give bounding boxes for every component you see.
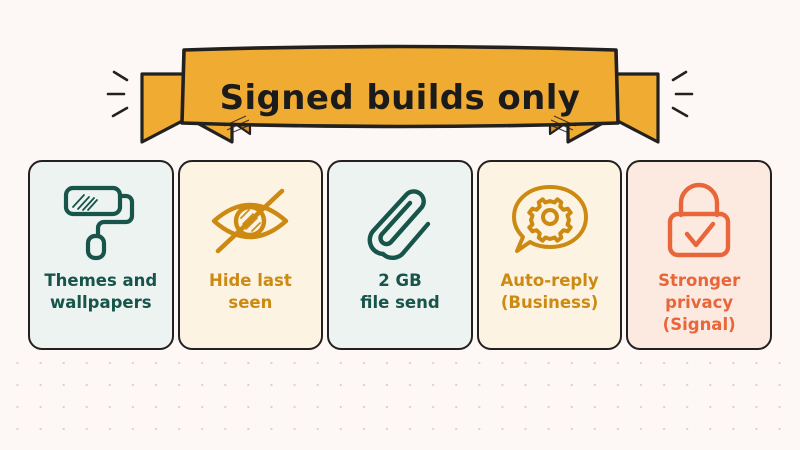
sparkle-lines-right	[671, 70, 694, 118]
ribbon-band	[180, 44, 620, 129]
feature-card-themes-and-wallpapers[interactable]: Themes and wallpapers	[28, 160, 174, 350]
feature-card-label: Stronger privacy (Signal)	[658, 271, 741, 334]
paperclip-icon	[353, 178, 447, 264]
speech-bubble-gear-icon	[503, 178, 597, 264]
feature-card-label: Themes and wallpapers	[44, 271, 158, 312]
feature-card-label: 2 GB file send	[360, 271, 440, 312]
ribbon-hatching	[223, 115, 577, 134]
feature-card-label: Auto-reply (Business)	[500, 271, 599, 312]
feature-card-file-send[interactable]: 2 GB file send	[327, 160, 473, 350]
feature-card-row: Themes and wallpapers	[28, 160, 772, 350]
eye-slash-icon	[203, 178, 297, 264]
feature-card-stronger-privacy-signal[interactable]: Stronger privacy (Signal)	[626, 160, 772, 350]
feature-card-auto-reply-business[interactable]: Auto-reply (Business)	[476, 160, 623, 350]
feature-card-hide-last-seen[interactable]: Hide last seen	[177, 160, 324, 350]
banner-title: Signed builds only	[219, 78, 581, 118]
sparkle-lines-left	[106, 70, 129, 118]
dot-grid-decoration	[0, 362, 800, 450]
ribbon-graphic	[106, 44, 694, 144]
lock-check-icon	[652, 178, 746, 264]
feature-card-label: Hide last seen	[209, 271, 292, 312]
banner: Signed builds only	[100, 30, 700, 150]
paint-roller-icon	[54, 178, 148, 264]
